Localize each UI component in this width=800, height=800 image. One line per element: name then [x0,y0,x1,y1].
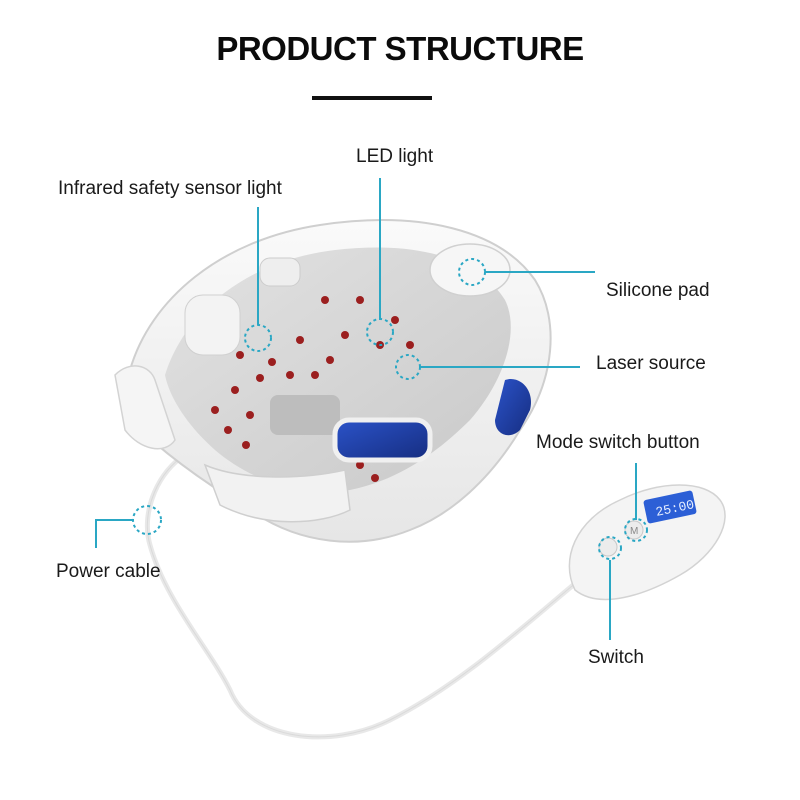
callout-ring-power [132,505,162,535]
label-infrared-sensor: Infrared safety sensor light [58,178,282,199]
laser-panel-right [495,379,531,436]
laser-panel-front [332,417,433,463]
remote-display-text: 25:00 [654,497,695,520]
helmet-left-wing [114,365,176,450]
label-power-cable: Power cable [56,561,161,582]
callout-ring-mode [624,518,648,542]
title-underline [312,96,432,100]
callout-ring-switch [598,536,622,560]
silicone-pad [429,243,511,297]
mode-button [624,520,644,540]
led-array [211,296,414,482]
label-led-light: LED light [356,146,434,167]
callout-ring-sensor [244,324,272,352]
page-title: PRODUCT STRUCTURE [216,30,584,67]
callout-line-power [95,519,133,548]
label-switch: Switch [588,647,644,668]
callout-ring-silicone [458,258,486,286]
helmet-front-rim [203,463,351,523]
callout-ring-laser [395,354,421,380]
sensor-housing [259,257,301,287]
label-silicone-pad: Silicone pad [606,280,710,301]
label-laser-source: Laser source [596,353,706,374]
remote-display [643,490,697,524]
label-mode-switch: Mode switch button [536,432,700,453]
remote-control [568,484,726,601]
callout-ring-led [366,318,394,346]
mode-button-glyph: M [630,526,638,537]
